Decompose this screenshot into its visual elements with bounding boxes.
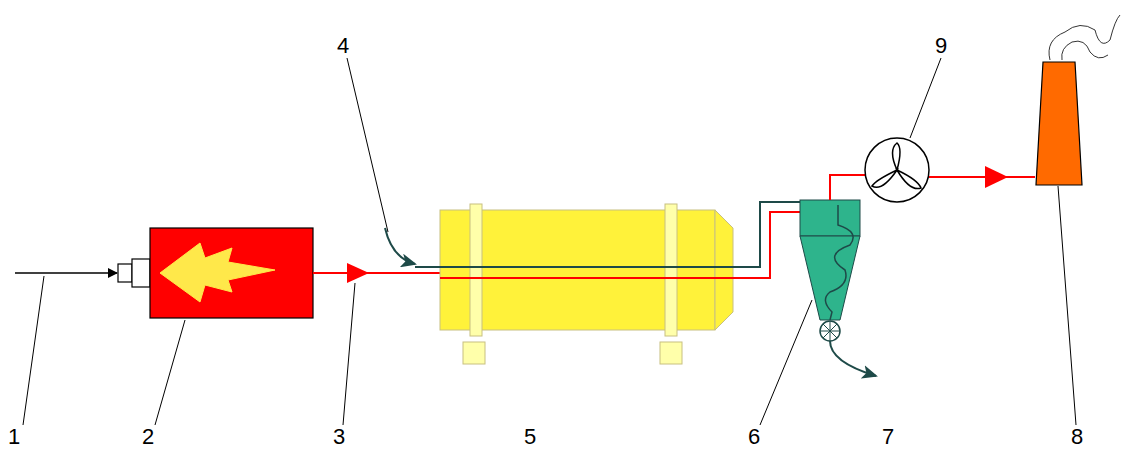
callout-number: 9 [935, 34, 947, 58]
callout-number: 6 [748, 425, 760, 449]
callout-number: 5 [524, 425, 536, 449]
callout-number: 2 [142, 425, 154, 449]
callout-number: 1 [8, 425, 20, 449]
leader-lines [23, 58, 1076, 425]
callout-number: 4 [337, 34, 349, 58]
callout-number: 3 [333, 425, 345, 449]
callout-number: 7 [882, 425, 894, 449]
callout-number: 8 [1071, 425, 1083, 449]
